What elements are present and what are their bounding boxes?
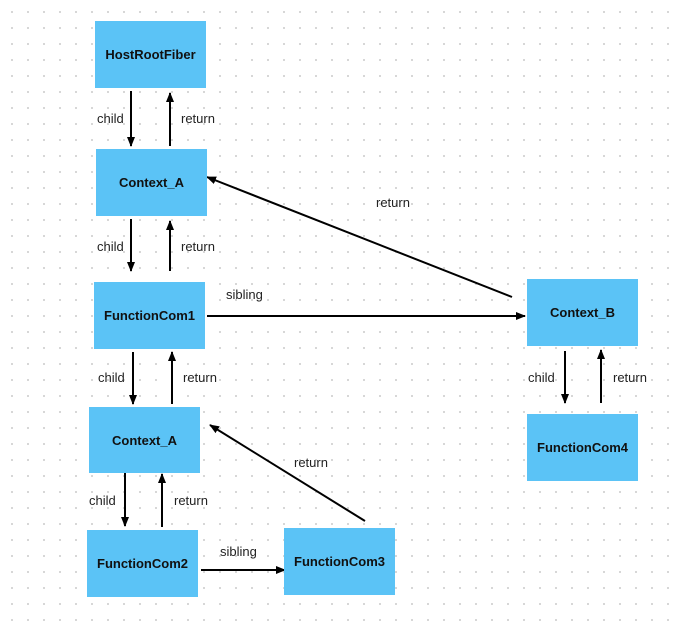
node-function-com2[interactable]: FunctionCom2 <box>87 530 198 597</box>
node-function-com4[interactable]: FunctionCom4 <box>527 414 638 481</box>
edge-fc3-to-context-a2-return <box>209 424 366 522</box>
label-fc1-sibling: sibling <box>226 287 263 302</box>
label-ctxb-return: return <box>376 195 410 210</box>
label-ctxa2-return: return <box>174 493 208 508</box>
label-host-child: child <box>97 111 124 126</box>
node-function-com3[interactable]: FunctionCom3 <box>284 528 395 595</box>
node-context-b[interactable]: Context_B <box>527 279 638 346</box>
edge-context-b-to-context-a-return <box>206 176 513 298</box>
label-host-return: return <box>181 111 215 126</box>
node-context-a-2[interactable]: Context_A <box>89 407 200 473</box>
label-fc1-child: child <box>98 370 125 385</box>
label-fc2-sibling: sibling <box>220 544 257 559</box>
label-fc3-return: return <box>294 455 328 470</box>
label-fc4-return: return <box>613 370 647 385</box>
node-context-a[interactable]: Context_A <box>96 149 207 216</box>
label-ctxa2-child: child <box>89 493 116 508</box>
node-host-root-fiber[interactable]: HostRootFiber <box>95 21 206 88</box>
label-ctxb-child: child <box>528 370 555 385</box>
label-fc1-return: return <box>183 370 217 385</box>
label-ctxa1-return: return <box>181 239 215 254</box>
node-function-com1[interactable]: FunctionCom1 <box>94 282 205 349</box>
label-ctxa1-child: child <box>97 239 124 254</box>
